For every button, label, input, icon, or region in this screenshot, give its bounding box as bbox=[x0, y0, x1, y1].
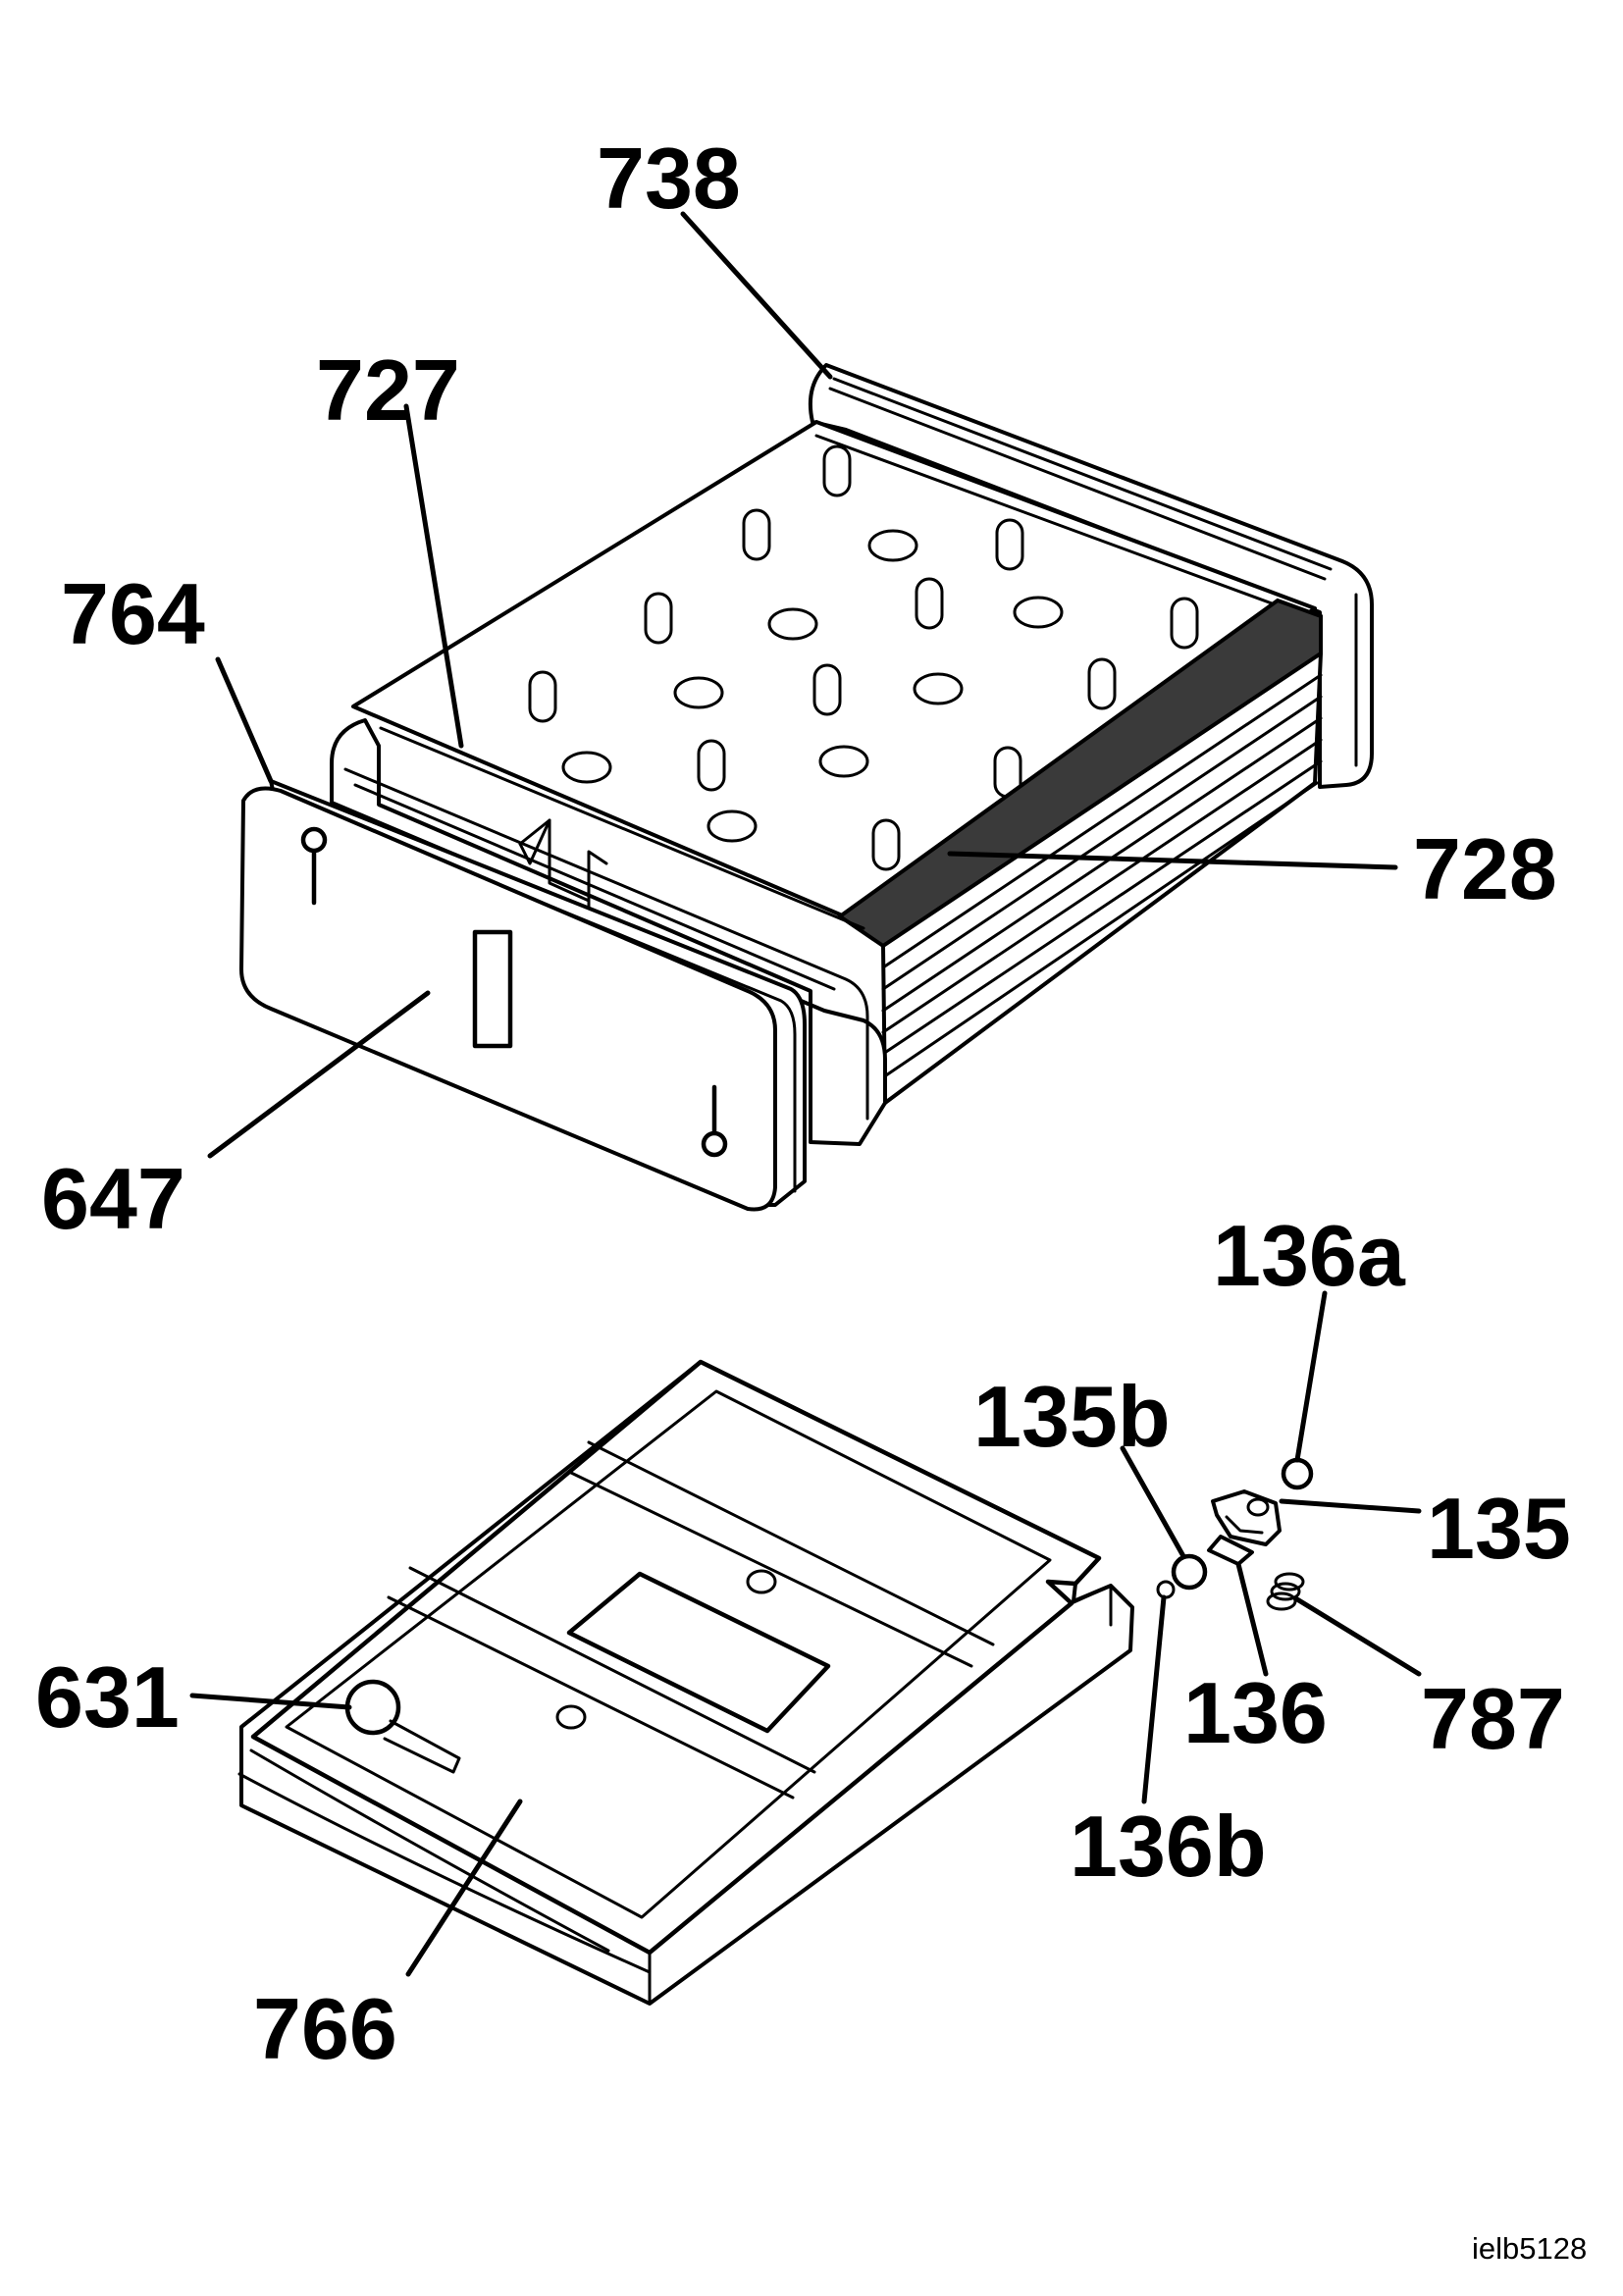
ball-135b bbox=[1171, 1553, 1208, 1591]
leader-lines bbox=[189, 211, 1422, 1977]
label-738: 738 bbox=[597, 130, 741, 227]
label-136: 136 bbox=[1183, 1664, 1328, 1761]
front-cover-plate bbox=[239, 779, 807, 1212]
label-766: 766 bbox=[253, 1980, 397, 2077]
label-787: 787 bbox=[1421, 1670, 1565, 1767]
part-labels: 738 727 764 728 647 136a 135b 135 631 13… bbox=[35, 130, 1587, 2266]
front-frame bbox=[330, 718, 887, 1146]
spring-787 bbox=[1266, 1572, 1305, 1611]
rear-flange bbox=[808, 363, 1374, 789]
label-135: 135 bbox=[1427, 1480, 1571, 1577]
bracket-135 bbox=[1207, 1489, 1282, 1566]
label-136b: 136b bbox=[1070, 1798, 1267, 1895]
core-tube-stack bbox=[836, 598, 1323, 1105]
drawer-assembly bbox=[239, 363, 1374, 1212]
ball-136b bbox=[1156, 1580, 1176, 1599]
ball-136a bbox=[1281, 1457, 1314, 1490]
small-parts bbox=[1156, 1457, 1314, 1611]
label-727: 727 bbox=[316, 341, 460, 439]
tray-assembly bbox=[237, 1359, 1134, 2006]
label-136a: 136a bbox=[1213, 1207, 1406, 1304]
label-728: 728 bbox=[1413, 820, 1557, 917]
label-764: 764 bbox=[61, 565, 205, 662]
label-647: 647 bbox=[41, 1150, 185, 1247]
label-631: 631 bbox=[35, 1648, 180, 1746]
reference-code: ielb5128 bbox=[1472, 2231, 1587, 2266]
bosses bbox=[528, 444, 1199, 871]
label-135b: 135b bbox=[973, 1368, 1171, 1465]
